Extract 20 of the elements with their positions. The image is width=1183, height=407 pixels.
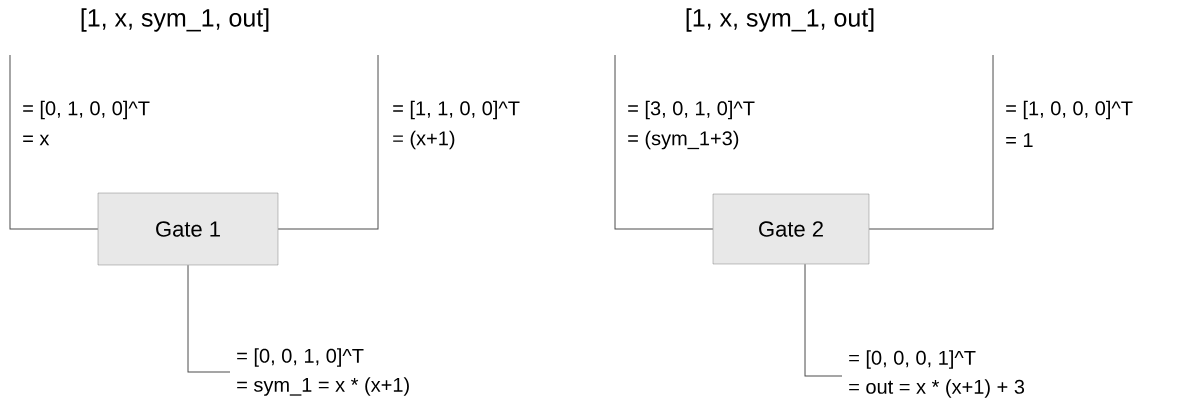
connector-line bbox=[9, 54, 99, 230]
wire-value: = x bbox=[23, 134, 50, 146]
connector-line bbox=[868, 54, 994, 230]
vector-heading: [1, x, sym_1, out] bbox=[81, 8, 269, 32]
wire-value: = [0, 1, 0, 0]^T bbox=[23, 100, 150, 120]
output-value: = [0, 0, 1, 0]^T = sym_1 = x * (x+1) bbox=[237, 348, 409, 396]
wire-value: = (x+1) bbox=[393, 130, 455, 150]
connector-line bbox=[277, 54, 379, 230]
wire-value: = [1, 0, 0, 0]^T bbox=[1006, 100, 1133, 120]
output-value: = [0, 0, 0, 1]^T = out = x * (x+1) + 3 bbox=[849, 350, 1025, 398]
gate-box: Gate 2 bbox=[712, 193, 870, 265]
vector-heading: [1, x, sym_1, out] bbox=[686, 8, 874, 32]
wire-value: = 1 bbox=[1006, 133, 1033, 147]
wire-value: = [1, 1, 0, 0]^T bbox=[393, 100, 520, 120]
gate-box: Gate 1 bbox=[97, 192, 279, 266]
connector-line bbox=[804, 263, 843, 377]
wire-value: = (sym_1+3) bbox=[628, 130, 739, 150]
connector-line bbox=[187, 264, 231, 373]
connector-line bbox=[614, 54, 714, 230]
wire-value: = [3, 0, 1, 0]^T bbox=[628, 100, 755, 120]
